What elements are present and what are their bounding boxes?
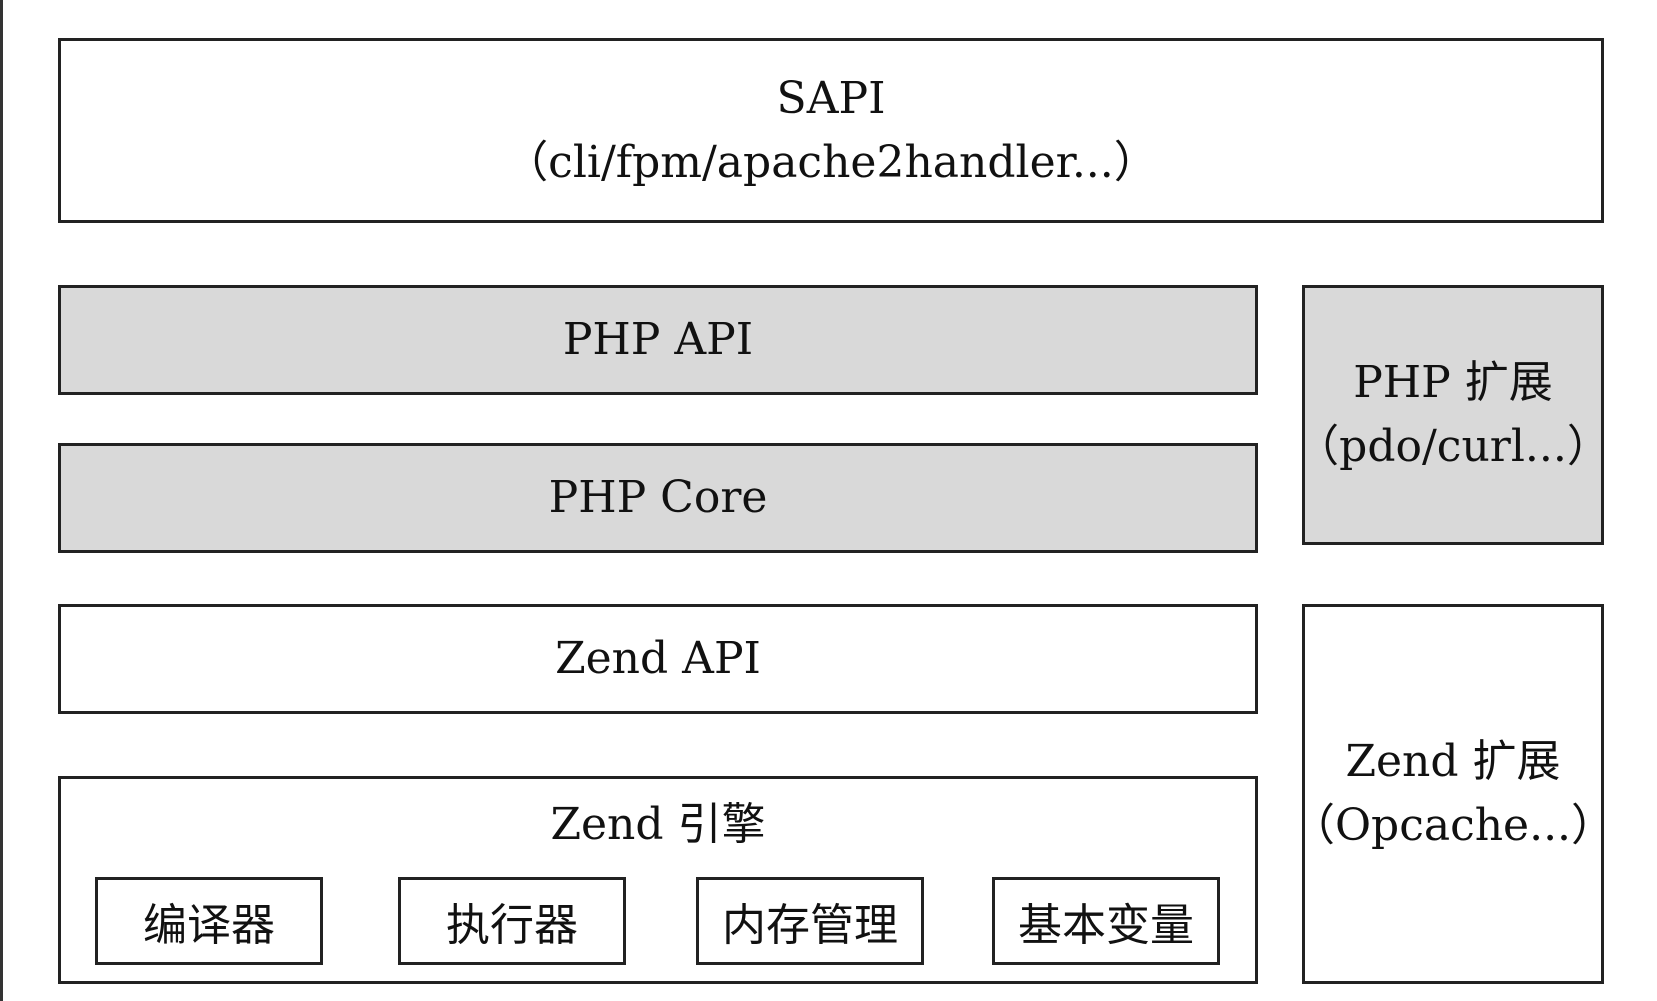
php-extension-box: PHP 扩展 （pdo/curl...） (1295, 285, 1611, 545)
zend-engine-basic-variables: 基本变量 (992, 877, 1220, 965)
php-api-layer: PHP API (58, 285, 1258, 395)
zend-engine-layer: Zend 引擎 编译器 执行器 内存管理 基本变量 (58, 776, 1258, 984)
php-core-title: PHP Core (548, 472, 768, 524)
zend-extension-subtitle: （Opcache...） (1290, 800, 1616, 851)
zend-engine-memory-management: 内存管理 (696, 877, 924, 965)
sapi-title: SAPI (776, 72, 886, 124)
zend-extension-box: Zend 扩展 （Opcache...） (1291, 604, 1615, 984)
php-api-title: PHP API (562, 314, 754, 366)
php-extension-subtitle: （pdo/curl...） (1295, 421, 1611, 472)
php-core-layer: PHP Core (58, 443, 1258, 553)
zend-engine-executor: 执行器 (398, 877, 626, 965)
php-extension-title: PHP 扩展 (1353, 357, 1553, 409)
zend-api-layer: Zend API (58, 604, 1258, 714)
zend-engine-compiler: 编译器 (95, 877, 323, 965)
sapi-subtitle: （cli/fpm/apache2handler...） (504, 136, 1158, 188)
page-left-border (0, 0, 3, 1001)
sapi-layer: SAPI （cli/fpm/apache2handler...） (58, 38, 1604, 223)
zend-api-title: Zend API (555, 633, 761, 685)
zend-engine-title: Zend 引擎 (550, 799, 766, 850)
zend-extension-title: Zend 扩展 (1345, 736, 1561, 788)
